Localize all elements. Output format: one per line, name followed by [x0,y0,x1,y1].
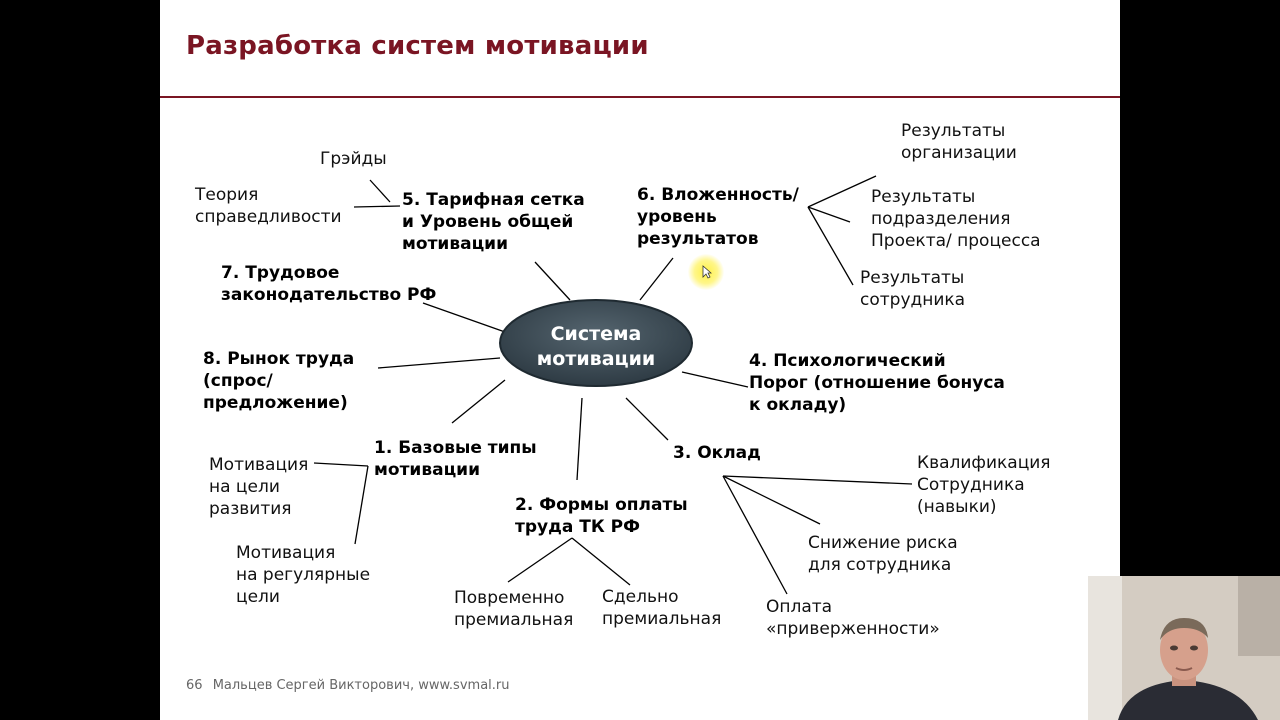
center-node: Система мотивации [498,298,694,388]
slide: Разработка систем мотивации [160,0,1120,720]
leaf-grades: Грэйды [320,149,387,169]
footer-author: Мальцев Сергей Викторович, www.svmal.ru [212,678,510,693]
connector-lines [313,175,913,595]
slide-footer: 66 Мальцев Сергей Викторович, www.svmal.… [186,678,516,693]
slide-title: Разработка систем мотивации [186,31,649,61]
presenter-webcam [1088,576,1280,720]
center-label-line: Система [550,323,642,345]
page-number: 66 [186,678,203,693]
center-label: Система мотивации [498,322,694,372]
center-label-line: мотивации [536,348,656,370]
cursor-icon [702,265,712,279]
node-3-salary: 3. Оклад [673,443,761,463]
node-8-labor-market: 8. Рынок труда(спрос/предложение) [203,349,355,413]
presenter-video-image [1088,576,1280,720]
title-divider [160,96,1120,98]
center-ellipse [499,299,693,387]
leaf-loyalty-pay: Оплата«приверженности» [766,597,940,639]
